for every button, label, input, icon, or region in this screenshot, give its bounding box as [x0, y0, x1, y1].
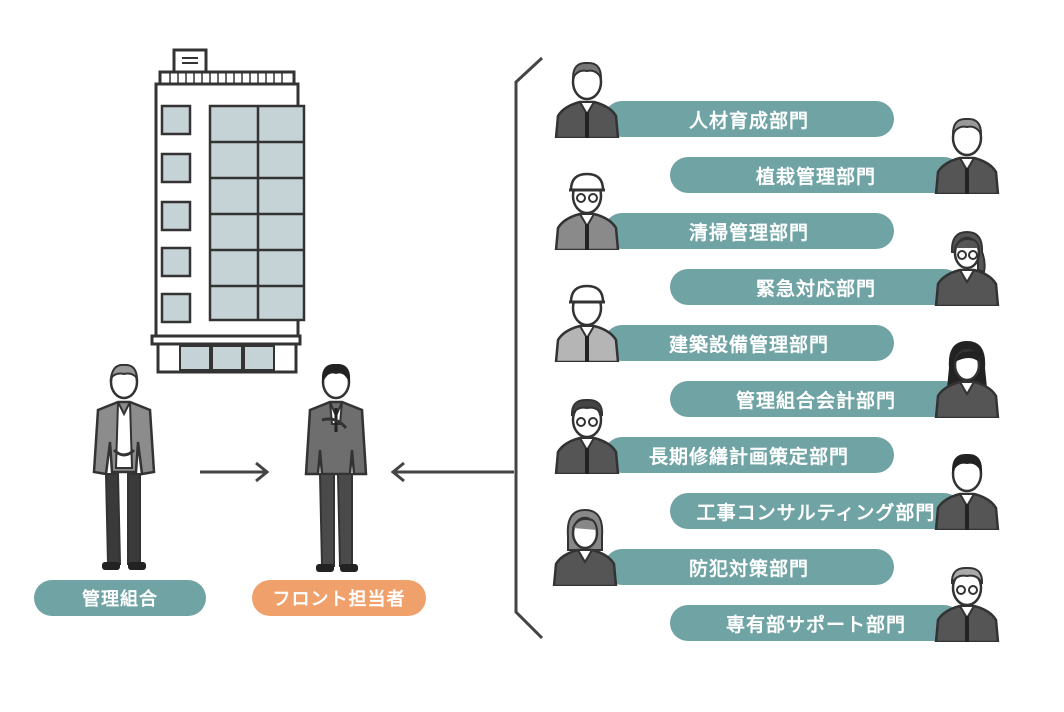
dept-association-accounting: 管理組合会計部門 [670, 381, 962, 417]
woman-long-hair-avatar-icon [934, 340, 1000, 418]
man-glasses-avatar-icon [934, 566, 1000, 642]
management-association-person-icon [92, 364, 156, 570]
dept-building-facilities: 建築設備管理部門 [604, 325, 894, 361]
front-staff-label: フロント担当者 [252, 580, 426, 616]
dept-private-area-support: 専有部サポート部門 [670, 605, 962, 641]
arrow-right-icon [200, 461, 270, 483]
management-association-label: 管理組合 [34, 580, 206, 616]
departments-bracket [514, 56, 544, 640]
man-short-hair-avatar-icon [934, 117, 1000, 194]
dept-hr-development: 人材育成部門 [604, 101, 894, 137]
dept-long-term-repair-planning: 長期修繕計画策定部門 [604, 437, 894, 473]
woman-ponytail-glasses-avatar-icon [934, 230, 1000, 306]
man-short-hair-avatar-icon [554, 61, 620, 138]
dept-emergency-response: 緊急対応部門 [670, 269, 962, 305]
front-staff-person-icon [304, 364, 368, 572]
dept-landscaping: 植栽管理部門 [670, 157, 962, 193]
dept-crime-prevention: 防犯対策部門 [604, 549, 894, 585]
man-helmet-glasses-avatar-icon [554, 172, 620, 250]
man-glasses-avatar-icon [554, 398, 620, 474]
woman-bob-avatar-icon [552, 508, 618, 586]
arrow-left-icon [390, 461, 514, 483]
apartment-building-icon [150, 48, 306, 374]
dept-cleaning: 清掃管理部門 [604, 213, 894, 249]
man-helmet-avatar-icon [554, 284, 620, 362]
man-short-hair-avatar-icon [934, 453, 1000, 530]
dept-construction-consulting: 工事コンサルティング部門 [670, 493, 962, 529]
